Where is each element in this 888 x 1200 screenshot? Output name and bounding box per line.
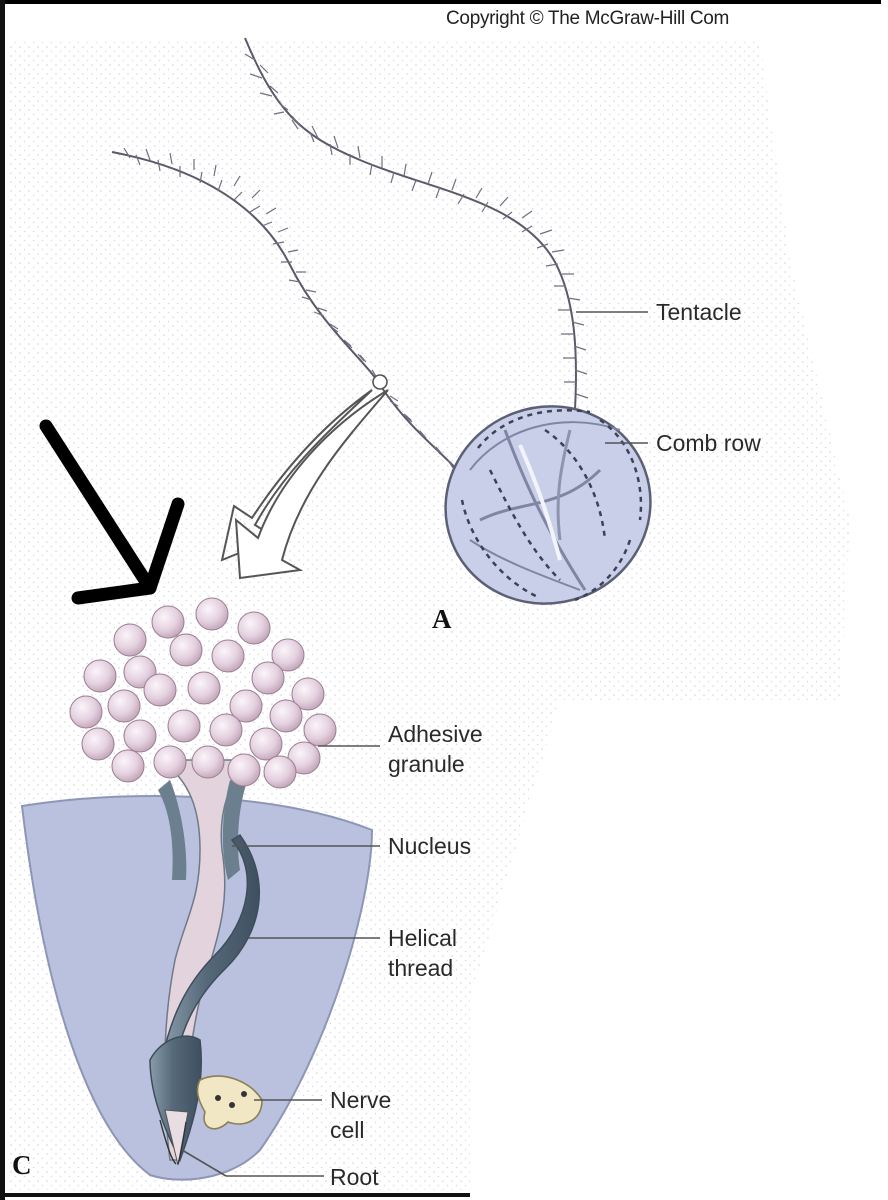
down-left-arrow-icon [39,419,185,605]
panel-letter-a: A [432,604,452,634]
ctenophore-body [444,405,652,605]
tentacle-filaments [123,53,589,469]
top-border [5,0,881,4]
label-nerve-line2: cell [330,1117,365,1143]
tentacles [111,37,577,476]
label-nerve-line1: Nerve [330,1087,392,1113]
leader-lines-c [181,745,380,1177]
hollow-arrow-icon [220,389,373,562]
adhesive-granule-cluster [69,597,337,789]
panel-letter-c: C [12,1150,32,1180]
zoom-origin [372,374,388,390]
label-nucleus: Nucleus [388,833,472,859]
colloblast-stalk [149,759,260,1166]
copyright-notice: Copyright © The McGraw-Hill Com [446,8,730,29]
label-root: Root [330,1164,379,1190]
bottom-border [5,1193,470,1197]
label-helical-line2: thread [388,955,454,981]
label-tentacle: Tentacle [656,299,742,325]
label-helical-line1: Helical [388,925,458,951]
leader-lines-a [576,311,648,444]
left-border [0,0,5,1200]
label-adhesive-line2: granule [388,751,465,777]
label-adhesive-line1: Adhesive [388,721,483,747]
hollow-arrow-outline [234,389,389,580]
label-comb-row: Comb row [656,430,761,456]
nerve-cell [196,1075,263,1130]
